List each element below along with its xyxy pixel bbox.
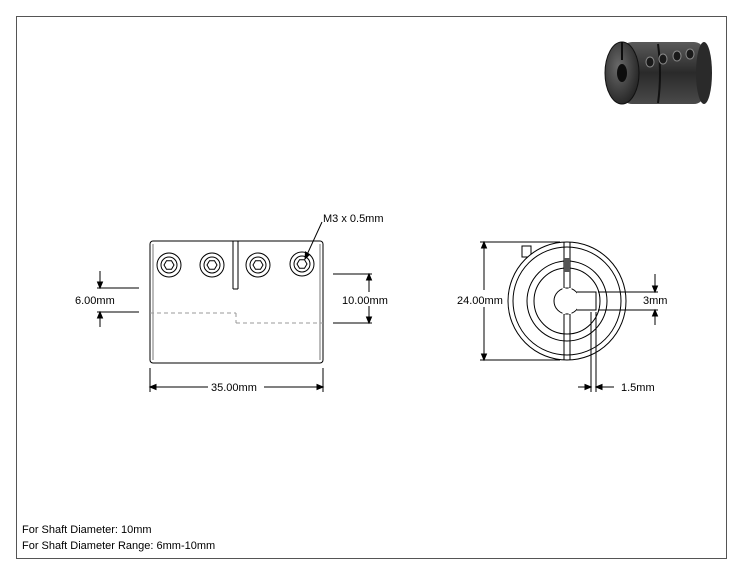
keyway-height-dim: 3mm <box>643 295 667 307</box>
outer-diameter-dim: 24.00mm <box>457 295 503 307</box>
front-view <box>149 221 324 364</box>
iso-bore <box>617 64 627 82</box>
front-screw-2 <box>199 252 225 278</box>
iso-screw-2 <box>658 53 668 65</box>
bore-small-dim: 6.00mm <box>75 295 115 307</box>
side-inner-circle <box>512 246 622 356</box>
iso-screw-1 <box>645 56 655 68</box>
bore-large-dim: 10.00mm <box>342 295 388 307</box>
side-bore <box>553 287 581 315</box>
front-screw-3 <box>245 252 271 278</box>
thread-callout: M3 x 0.5mm <box>323 213 384 225</box>
iso-slot <box>657 43 661 104</box>
iso-view <box>604 41 712 105</box>
front-dimensions <box>96 271 373 392</box>
iso-end-far <box>696 42 712 104</box>
side-dimensions <box>480 240 659 392</box>
shaft-range-note: For Shaft Diameter Range: 6mm-10mm <box>22 540 216 552</box>
front-screw-1 <box>156 252 182 278</box>
title-block-line <box>16 558 402 559</box>
front-screw-4 <box>289 251 315 277</box>
iso-screw-3 <box>672 50 682 62</box>
side-view <box>507 241 627 361</box>
iso-screw-4 <box>685 48 695 60</box>
iso-body <box>622 42 704 104</box>
length-dim: 35.00mm <box>211 382 257 394</box>
keyway-depth-dim: 1.5mm <box>621 382 655 394</box>
shaft-diameter-note: For Shaft Diameter: 10mm <box>22 524 152 536</box>
front-body-outline <box>149 240 324 364</box>
